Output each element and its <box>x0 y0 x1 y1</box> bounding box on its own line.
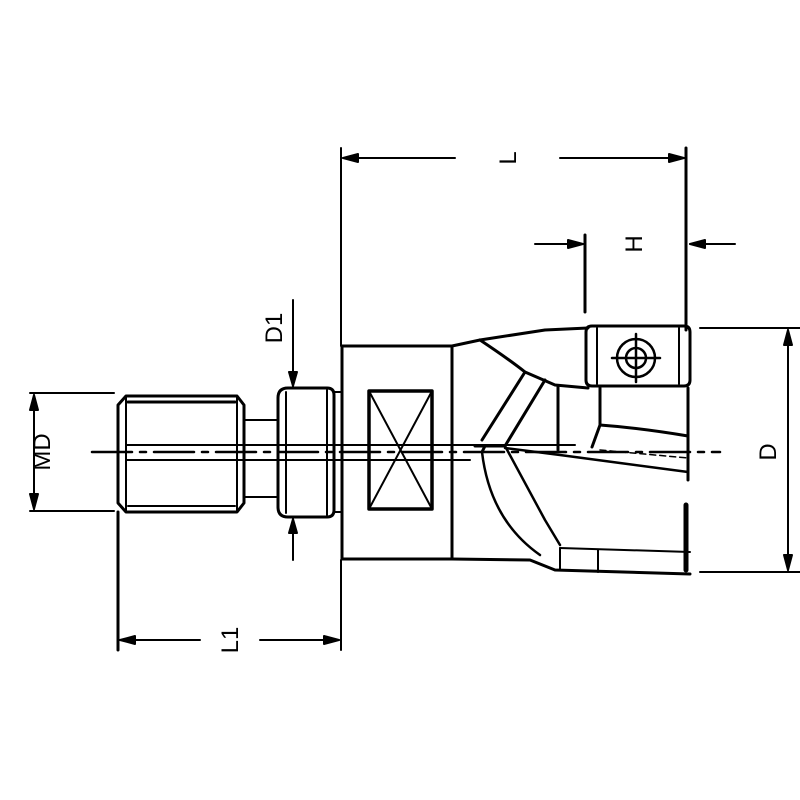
dimension-D <box>699 327 800 573</box>
dimension-L1 <box>116 510 342 652</box>
label-H: H <box>621 235 648 252</box>
dimension-MD <box>29 392 115 512</box>
label-L: L <box>495 151 522 164</box>
label-D1: D1 <box>261 313 288 344</box>
insert-screw-icon <box>610 332 662 384</box>
center-line <box>90 444 722 461</box>
cutter-head <box>450 326 692 576</box>
cutting-insert <box>584 324 692 388</box>
threaded-shank <box>116 394 278 514</box>
dimension-L <box>340 146 688 347</box>
label-MD: MD <box>29 433 56 470</box>
dimension-H <box>534 233 736 314</box>
label-L1: L1 <box>217 627 244 654</box>
label-D: D <box>755 443 782 460</box>
dimension-D1 <box>288 299 298 561</box>
